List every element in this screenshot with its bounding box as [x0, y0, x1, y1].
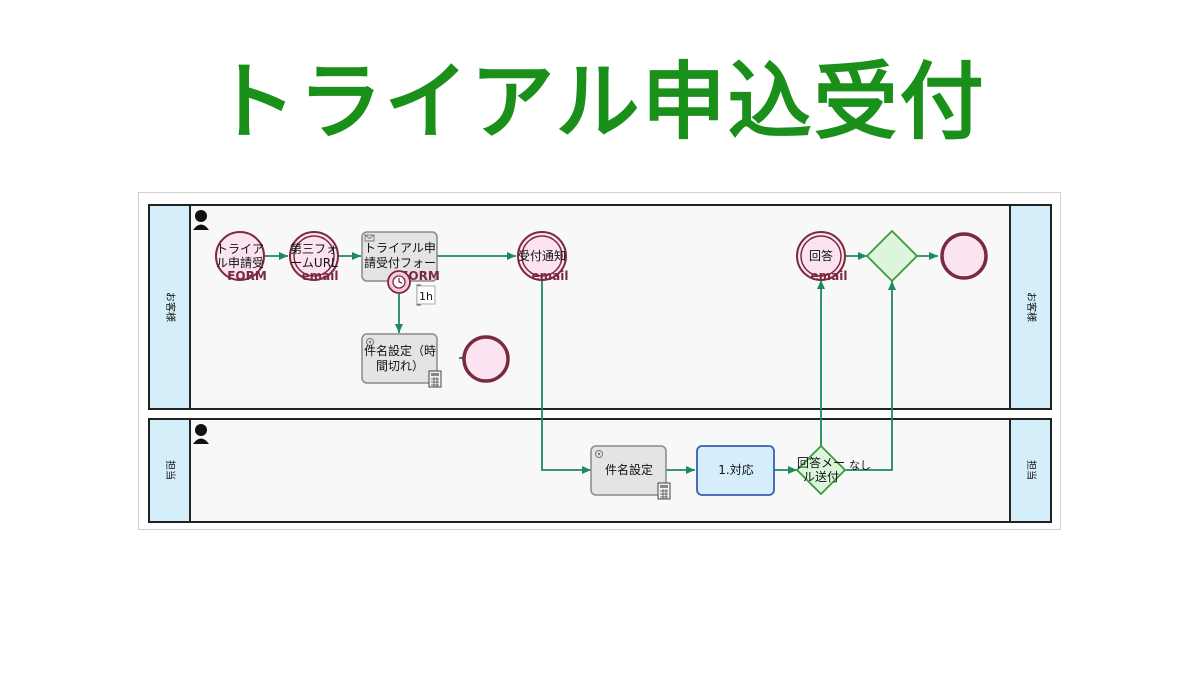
- throw-event-url[interactable]: 第三フォ ームURL email: [289, 231, 339, 283]
- throw-event-url-label-1: 第三フォ: [290, 242, 338, 256]
- task-subject[interactable]: 件名設定: [590, 445, 671, 500]
- sequence-flows: [240, 252, 938, 474]
- timer-annotation-text: 1h: [419, 290, 433, 303]
- flow-gateway-none-to-merge: [845, 281, 896, 471]
- throw-event-answer-label: 回答: [809, 248, 833, 263]
- lane-customer: お客様 お客様: [148, 204, 1052, 410]
- calculator-icon: [657, 482, 671, 500]
- lane-staff-label-right: 担当: [1025, 460, 1038, 480]
- gateway-answer-mail-label-1: 回答メー: [797, 455, 845, 470]
- task-trial-form[interactable]: トライアル申 請受付フォー FORM: [361, 231, 440, 283]
- start-event-form-type: FORM: [227, 269, 267, 283]
- flow-notify-to-subject: [541, 271, 591, 474]
- throw-event-answer[interactable]: 回答 email: [796, 231, 848, 283]
- task-subject-timeout-label-2: 間切れ）: [376, 359, 424, 373]
- gear-icon: [595, 450, 603, 458]
- task-subject-label: 件名設定: [605, 462, 653, 477]
- lane-customer-label: お客様: [164, 292, 177, 322]
- task-trial-form-label-1: トライアル申: [364, 241, 436, 255]
- page-title: トライアル申込受付: [212, 52, 986, 151]
- task-handle[interactable]: 1.対応: [696, 445, 775, 496]
- gateway-answer-mail[interactable]: 回答メー ル送付 なし: [795, 444, 871, 496]
- throw-event-url-label-2: ームURL: [290, 256, 338, 270]
- lane-staff-label: 担当: [164, 460, 177, 480]
- merge-gateway[interactable]: [865, 229, 919, 283]
- task-trial-form-label-2: 請受付フォー: [364, 256, 436, 270]
- gateway-branch-label: なし: [849, 459, 871, 472]
- lane-customer-label-right: お客様: [1025, 292, 1038, 322]
- task-handle-label: 1.対応: [718, 463, 753, 477]
- task-subject-timeout[interactable]: 件名設定（時 間切れ）: [361, 333, 442, 388]
- throw-event-answer-type: email: [811, 269, 848, 283]
- user-icon: [193, 424, 209, 444]
- task-subject-timeout-label-1: 件名設定（時: [364, 343, 436, 358]
- gear-icon: [366, 338, 374, 346]
- end-event-timeout[interactable]: [462, 335, 510, 383]
- calculator-icon: [428, 370, 442, 388]
- start-event-form-label-2: ル申請受: [216, 256, 264, 270]
- gateway-answer-mail-label-2: ル送付: [803, 469, 839, 484]
- start-event-form-label-1: トライア: [216, 242, 264, 256]
- throw-event-notify[interactable]: 受付通知 email: [517, 231, 569, 283]
- throw-event-notify-label: 受付通知: [518, 249, 566, 263]
- timer-boundary-event[interactable]: [387, 270, 411, 294]
- throw-event-notify-type: email: [532, 269, 569, 283]
- bpmn-diagram: お客様 お客様 担当 担当: [138, 192, 1061, 530]
- timer-annotation: 1h: [416, 284, 436, 306]
- user-icon: [193, 210, 209, 230]
- throw-event-url-type: email: [302, 269, 339, 283]
- end-event-final[interactable]: [940, 232, 988, 280]
- start-event-form-shape[interactable]: トライア ル申請受 FORM: [215, 231, 267, 283]
- bpmn-canvas: お客様 お客様 担当 担当: [148, 204, 1052, 523]
- envelope-icon: [364, 234, 375, 242]
